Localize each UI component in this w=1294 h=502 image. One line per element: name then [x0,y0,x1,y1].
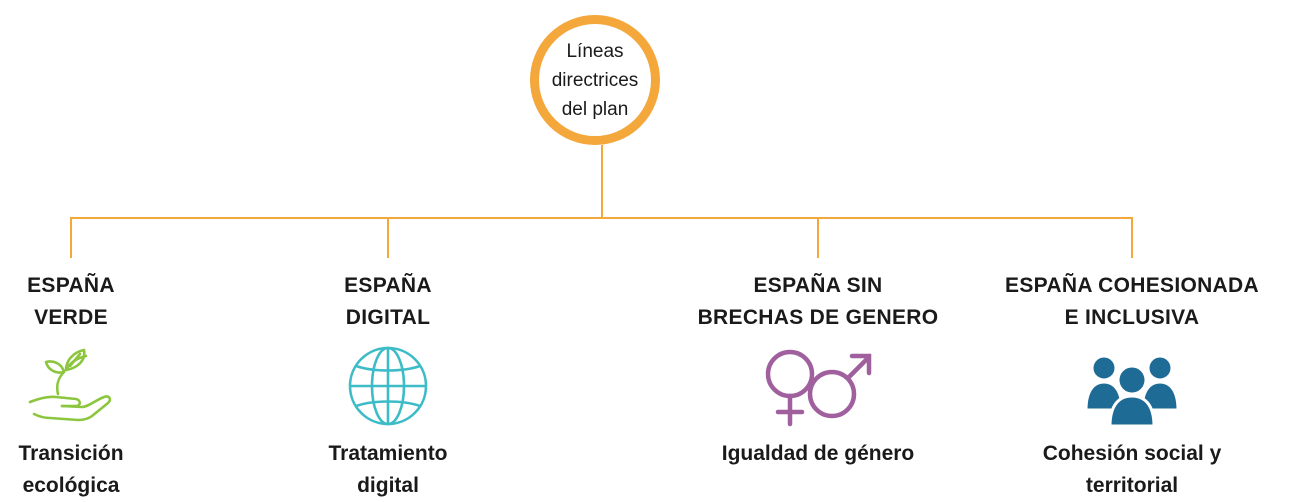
globe-icon [348,346,428,426]
branch-espana-digital: ESPAÑA DIGITAL Tratamiento digital [238,270,538,497]
people-group-icon [1084,354,1180,428]
branch-caption: Cohesión social y territorial [1042,442,1222,497]
root-node: Líneas directrices del plan [530,15,660,145]
branch-espana-sin-brechas: ESPAÑA SIN BRECHAS DE GENERO Igualdad de… [668,270,968,465]
branch-heading: ESPAÑA DIGITAL [344,274,432,329]
plant-hand-icon [28,348,112,422]
branch-espana-verde: ESPAÑA VERDE Transición ecológica [0,270,221,497]
branch-espana-cohesionada: ESPAÑA COHESIONADA E INCLUSIVA Cohesión … [982,270,1282,497]
branch-heading: ESPAÑA VERDE [27,274,115,329]
branch-heading: ESPAÑA SIN BRECHAS DE GENERO [697,274,939,329]
gender-symbols-icon [765,349,872,427]
branch-caption: Transición ecológica [18,442,124,497]
branch-caption: Tratamiento digital [328,442,448,497]
root-label: Líneas directrices del plan [551,40,639,120]
branch-heading: ESPAÑA COHESIONADA E INCLUSIVA [1005,274,1259,329]
branch-caption: Igualdad de género [721,442,915,465]
